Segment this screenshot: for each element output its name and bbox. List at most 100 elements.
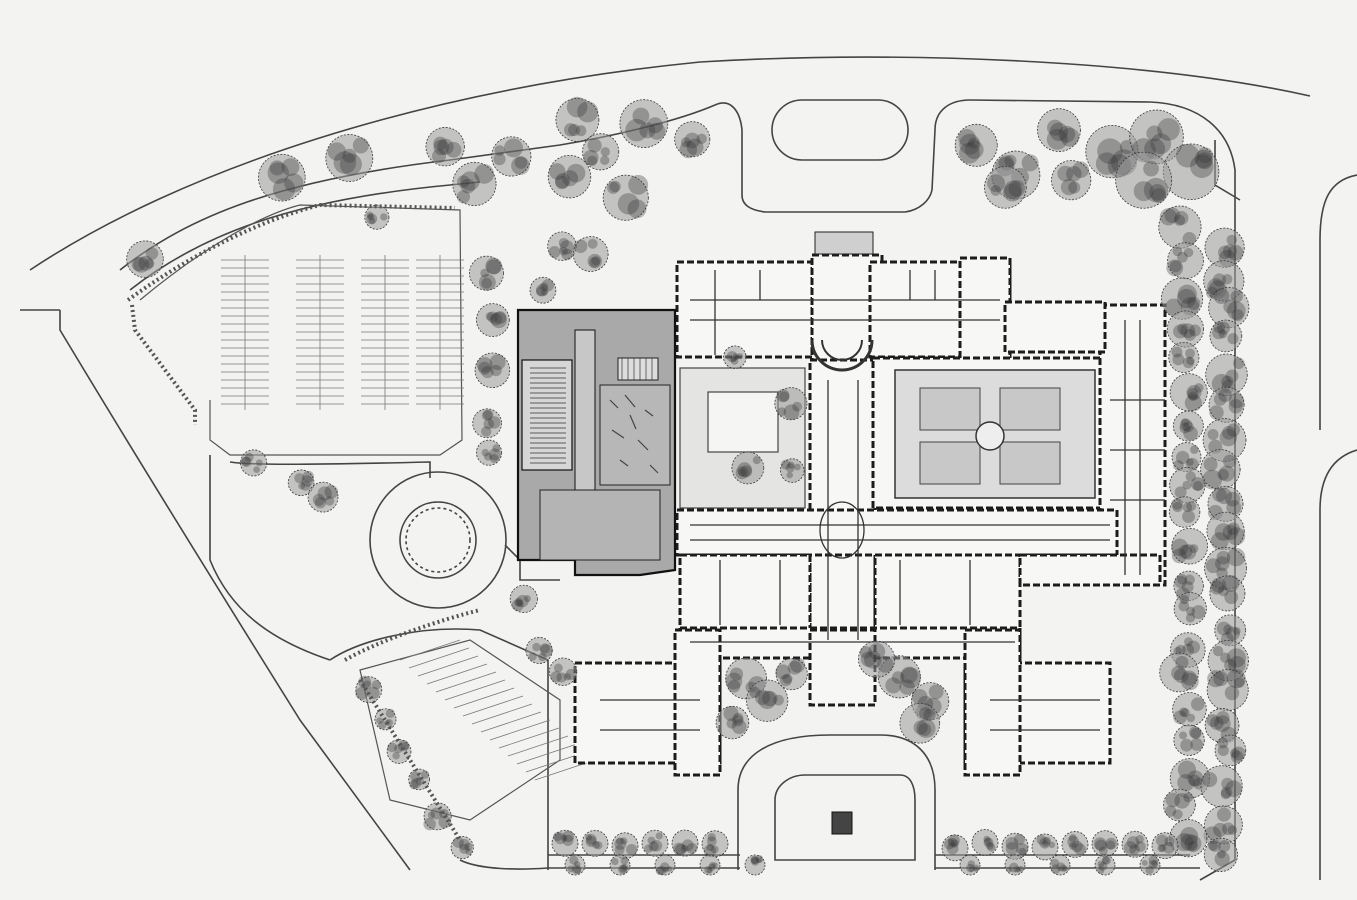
parking-stall-line xyxy=(399,639,461,661)
east-corridor xyxy=(1124,320,1141,575)
south-lot-stalls xyxy=(399,639,596,781)
tree xyxy=(1159,652,1199,693)
tree xyxy=(555,96,600,142)
tree xyxy=(551,829,579,857)
tree xyxy=(582,133,620,171)
tree xyxy=(959,854,981,876)
tree xyxy=(1204,227,1245,268)
parking-stall-line xyxy=(507,735,569,757)
east-garden-parterre-sw xyxy=(919,441,981,485)
tree xyxy=(1166,310,1204,348)
north-lot-outline xyxy=(139,204,463,456)
tree xyxy=(780,458,805,483)
tree xyxy=(1049,854,1071,876)
room-divisions xyxy=(600,270,1165,731)
tree xyxy=(525,636,553,664)
north-rotunda-inner xyxy=(821,339,863,361)
north-east-pavilion xyxy=(958,256,1012,360)
north-east-annex xyxy=(1003,300,1107,354)
tree xyxy=(1061,831,1089,858)
interior-walls xyxy=(600,270,1165,731)
auditorium-seating xyxy=(530,367,566,464)
tree xyxy=(476,439,503,466)
north-road-outer-edge xyxy=(29,56,1311,271)
tree xyxy=(509,584,538,613)
hedges xyxy=(126,202,481,842)
north-west-wing xyxy=(675,260,814,359)
tree xyxy=(1208,287,1250,329)
tree xyxy=(1205,353,1248,397)
south-edge-road xyxy=(459,859,549,870)
tree xyxy=(1031,833,1059,861)
trees xyxy=(126,96,1250,876)
south-parking-lot xyxy=(359,639,596,821)
tree xyxy=(746,679,789,722)
tree xyxy=(1206,669,1249,712)
tree xyxy=(355,675,383,704)
tree xyxy=(258,153,306,202)
far-east-road-2 xyxy=(1319,449,1357,880)
entry-steps xyxy=(814,231,874,255)
west-border-hedge xyxy=(358,678,462,842)
north-rotunda xyxy=(810,339,874,372)
tree xyxy=(572,236,609,272)
tree xyxy=(450,835,474,860)
tree xyxy=(240,449,268,477)
tree xyxy=(1173,592,1207,626)
south-loop-inner xyxy=(774,774,916,861)
parking-stall-line xyxy=(516,743,578,765)
addition-auditorium xyxy=(521,359,573,471)
tree xyxy=(325,134,374,182)
parking-stall-line xyxy=(435,671,497,693)
west-access-road xyxy=(209,455,331,661)
tree xyxy=(1004,854,1026,876)
tree xyxy=(1206,511,1246,551)
tree xyxy=(609,854,631,876)
tree xyxy=(469,255,504,291)
tree xyxy=(1037,108,1081,152)
south-lot-outline xyxy=(359,639,561,821)
tree xyxy=(858,640,896,678)
roundabout-ring xyxy=(405,507,471,573)
tree xyxy=(941,834,969,862)
tree xyxy=(547,231,577,261)
tree xyxy=(671,829,699,857)
tree xyxy=(954,123,998,167)
cross-wing xyxy=(675,508,1119,557)
tree xyxy=(701,830,729,858)
tree xyxy=(1168,496,1201,528)
tree xyxy=(1173,724,1205,756)
tree xyxy=(1171,442,1202,472)
parking-stall-line xyxy=(462,695,524,717)
west-court-lawn xyxy=(707,391,779,453)
central-hall-oval xyxy=(819,501,865,559)
west-hedge xyxy=(130,304,197,425)
courtyards xyxy=(679,367,1096,509)
tree xyxy=(1163,788,1196,822)
tree xyxy=(619,99,669,148)
roundabout-to-entry xyxy=(504,544,560,581)
south-west-tower xyxy=(673,628,722,777)
tree xyxy=(731,451,765,485)
north-parking-lot xyxy=(139,204,464,456)
tree xyxy=(1207,640,1249,682)
tree xyxy=(1169,466,1206,504)
tree xyxy=(971,829,999,856)
north-corridor xyxy=(690,299,1000,321)
tree xyxy=(1208,386,1245,423)
tree xyxy=(715,705,750,740)
tree xyxy=(774,387,808,421)
tree xyxy=(1139,854,1161,876)
tree xyxy=(899,702,941,744)
tree xyxy=(775,657,808,691)
tree xyxy=(1158,205,1202,249)
east-extension xyxy=(1018,553,1162,587)
parking-stall-line xyxy=(444,679,506,701)
parking-stall-line xyxy=(453,687,515,709)
west-lower-block xyxy=(678,553,812,632)
tree xyxy=(641,829,669,857)
tree xyxy=(472,408,502,439)
tree xyxy=(548,657,578,686)
